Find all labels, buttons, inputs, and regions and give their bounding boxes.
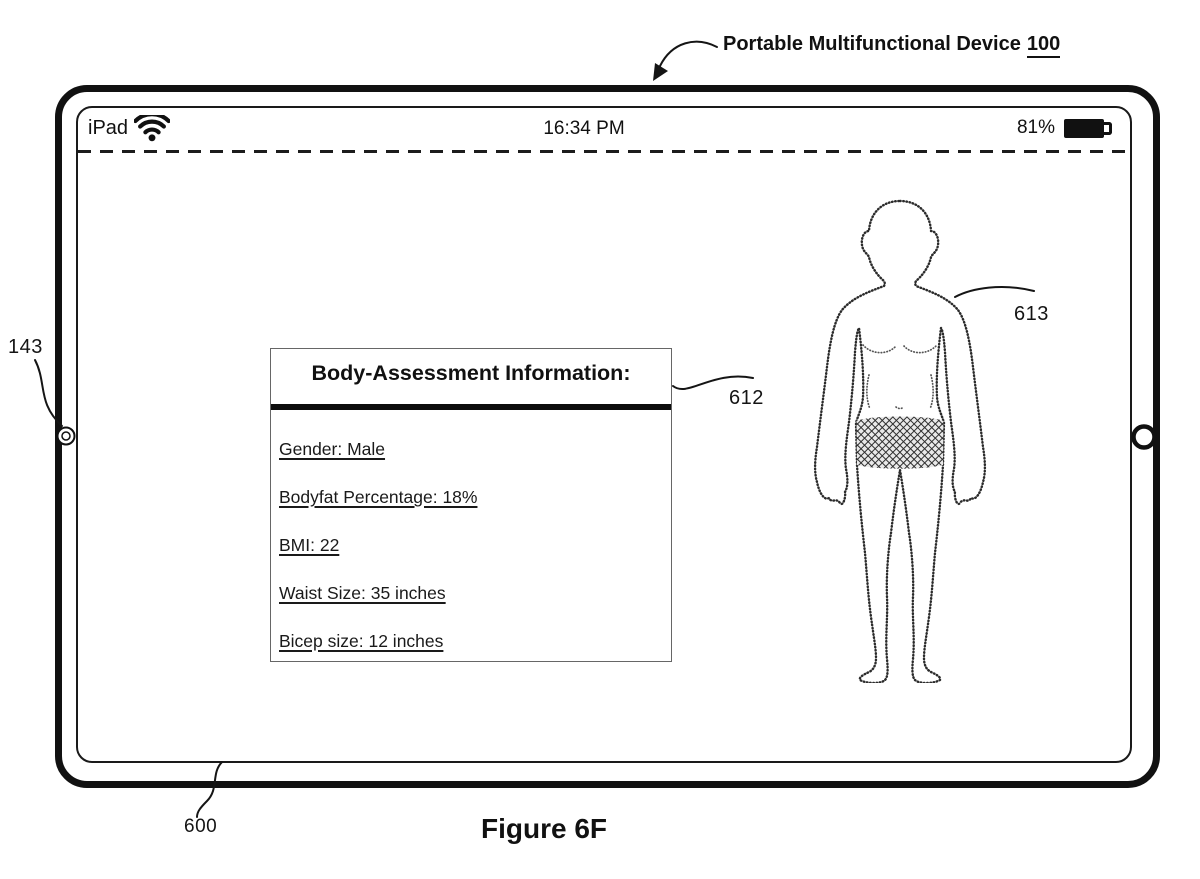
wifi-icon <box>134 115 171 142</box>
carrier-label: iPad <box>88 117 129 139</box>
figure-caption: Figure 6F <box>481 813 608 844</box>
device-title-label: Portable Multifunctional Device 100 <box>723 33 1061 58</box>
status-time: 16:34 PM <box>543 118 625 139</box>
info-item-bodyfat: Bodyfat Percentage: 18% <box>279 487 478 507</box>
battery-icon <box>1064 118 1112 138</box>
info-item-gender: Gender: Male <box>279 439 386 459</box>
statusbar-right: 81% <box>1016 117 1112 139</box>
info-item-bicep: Bicep size: 12 inches <box>279 631 444 651</box>
tablet-screen: iPad 16:34 PM 81% Body-Assessment Inform… <box>76 106 1132 763</box>
ab-line-left <box>866 374 871 410</box>
panel-title: Body-Assessment Information: <box>311 361 631 385</box>
panel-title-rule <box>271 404 671 410</box>
ref-label-143: 143 <box>8 336 43 358</box>
pec-line-right <box>903 344 938 354</box>
ref-label-613: 613 <box>1014 303 1049 325</box>
battery-nub <box>1104 121 1112 135</box>
info-item-bmi: BMI: 22 <box>279 535 340 555</box>
body-assessment-panel: Body-Assessment Information: Gender: Mal… <box>270 348 672 662</box>
statusbar-left: iPad <box>88 115 171 142</box>
male-body-outline <box>813 199 987 683</box>
device-title-text: Portable Multifunctional Device <box>723 33 1021 55</box>
info-item-waist: Waist Size: 35 inches <box>279 583 446 603</box>
ab-line-right <box>929 374 934 410</box>
tablet-device-frame: iPad 16:34 PM 81% Body-Assessment Inform… <box>55 85 1160 788</box>
device-title-number: 100 <box>1026 33 1061 58</box>
body-shorts <box>856 416 944 469</box>
navel-mark <box>895 406 905 410</box>
pec-line-left <box>862 344 897 354</box>
ref-label-612: 612 <box>729 387 764 409</box>
title-arrow-line <box>659 40 718 67</box>
title-arrowhead <box>653 63 668 81</box>
battery-percent: 81% <box>1016 117 1055 138</box>
ref-label-600: 600 <box>184 816 218 837</box>
statusbar-divider <box>78 150 1130 153</box>
panel-item-list: Gender: Male Bodyfat Percentage: 18% BMI… <box>271 410 671 651</box>
